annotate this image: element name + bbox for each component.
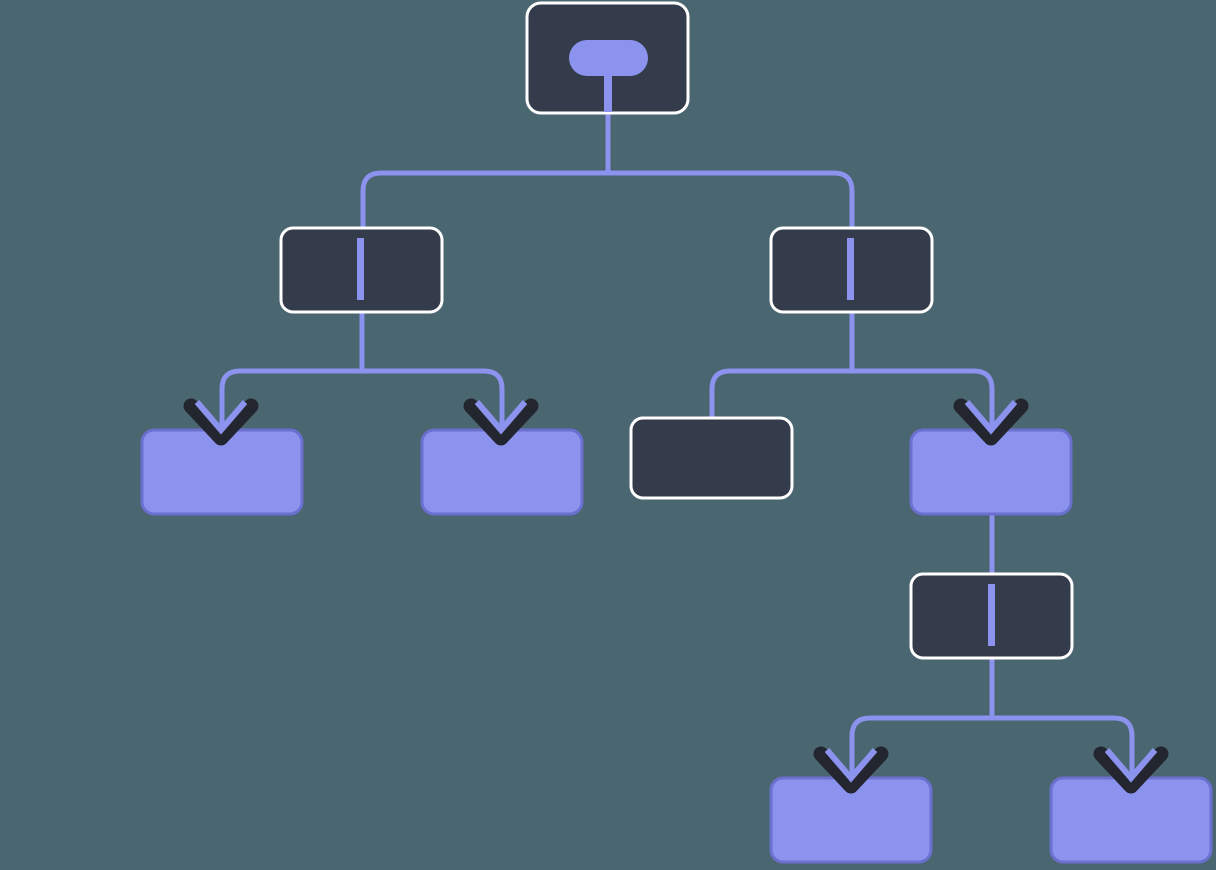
- arrowhead-dark-chevron: [183, 398, 259, 446]
- edge-n2-to-n6: [849, 238, 995, 432]
- edge-n0-to-n2: [605, 62, 855, 312]
- arrowhead-n3: [183, 398, 259, 446]
- arrowhead-purple-chevron: [964, 400, 1018, 435]
- arrowhead-dark-chevron: [1093, 746, 1169, 794]
- node-n0-dark[interactable]: [525, 1, 690, 115]
- pill-stem-icon: [604, 62, 612, 112]
- edge-n1-to-n3: [219, 238, 365, 432]
- arrowhead-purple-chevron: [194, 400, 248, 435]
- node-n1-dark[interactable]: [279, 226, 444, 314]
- arrowhead-purple-chevron: [1104, 748, 1158, 783]
- arrowhead-purple-chevron: [824, 748, 878, 783]
- node-body-dark[interactable]: [629, 416, 794, 500]
- vertical-bar-icon: [847, 238, 854, 300]
- arrowhead-dark-chevron: [463, 398, 539, 446]
- arrows-layer: [183, 398, 1169, 794]
- edges-layer: [219, 62, 1135, 780]
- edge-n7-to-n9: [989, 584, 1135, 780]
- vertical-bar-icon: [357, 238, 364, 300]
- arrowhead-dark-chevron: [813, 746, 889, 794]
- node-n5-dark[interactable]: [629, 416, 794, 500]
- edge-n2-to-n5: [709, 238, 855, 420]
- arrowhead-n6: [953, 398, 1029, 446]
- node-n7-dark[interactable]: [909, 572, 1074, 660]
- arrowhead-n9: [1093, 746, 1169, 794]
- edge-n7-to-n8: [849, 584, 995, 780]
- arrowhead-n4: [463, 398, 539, 446]
- arrowhead-n8: [813, 746, 889, 794]
- pill-icon: [569, 40, 648, 76]
- arrowhead-purple-chevron: [474, 400, 528, 435]
- vertical-bar-icon: [988, 584, 995, 646]
- node-n2-dark[interactable]: [769, 226, 934, 314]
- edge-n1-to-n4: [359, 238, 505, 432]
- arrowhead-dark-chevron: [953, 398, 1029, 446]
- nodes-layer: [140, 1, 1213, 864]
